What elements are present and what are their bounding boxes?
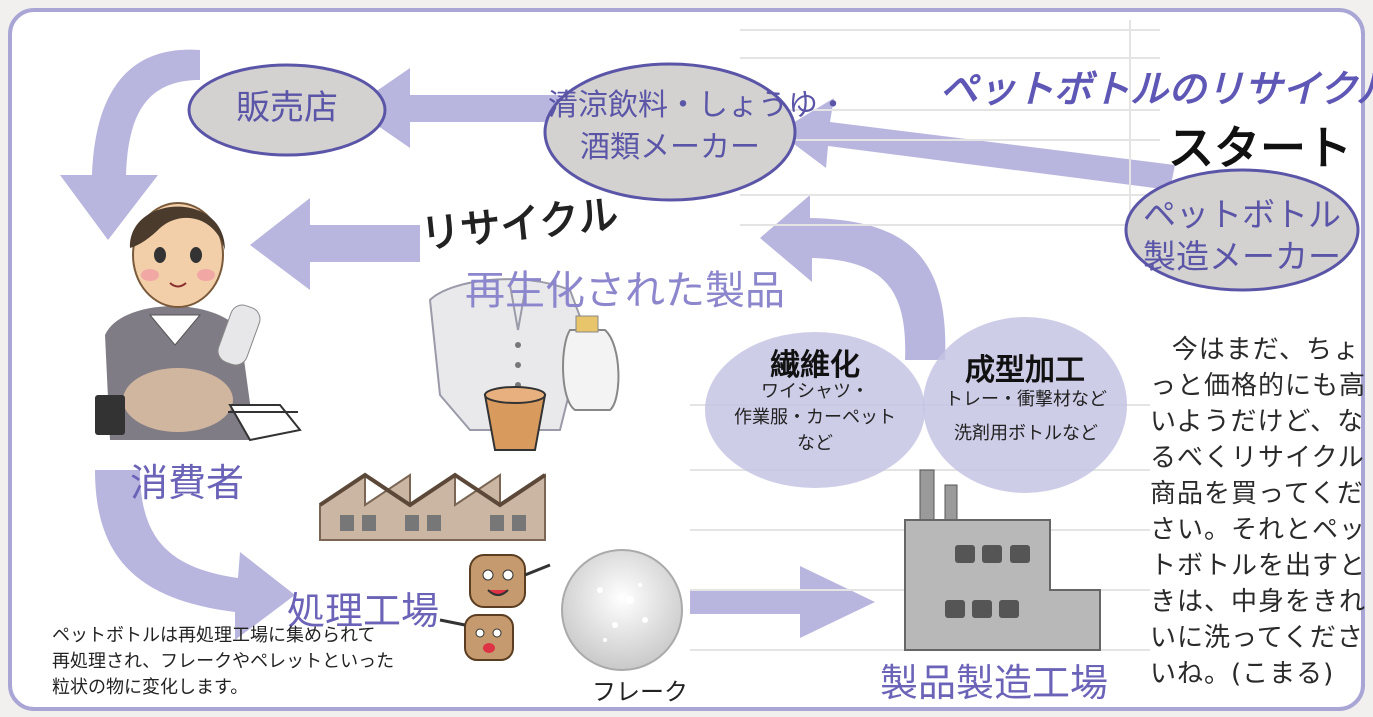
note-line4: るべくリサイクル [1150,443,1365,473]
note-line2: っと価格的にも高 [1150,371,1367,401]
pet-maker-label-line1: ペットボトル [1143,195,1341,234]
molding-line2: 洗剤用ボトルなど [954,423,1098,444]
note-line10: いね。(こまる) [1150,659,1335,689]
start-label: スタート [1168,121,1352,175]
consumer-label: 消費者 [130,461,245,505]
arrow-flake-to-factory [690,566,875,638]
oval-pet-maker [1124,168,1360,292]
product-factory-illustration [904,469,1101,651]
fiber-line1: ワイシャツ・ [761,381,869,402]
note-line6: さい。それとペッ [1150,515,1367,545]
oval-molding [923,317,1127,493]
molding-line1: トレー・衝撃材など [945,389,1107,410]
note-line8: きは、中身をきれ [1150,587,1367,617]
note-line1: 今はまだ、ちょ [1171,335,1360,365]
store-label: 販売店 [236,88,338,128]
diagram-title: ペットボトルのリサイクル [940,67,1373,111]
mascot-illustration [439,554,551,661]
note-line5: 商品を買ってくだ [1150,479,1364,509]
flow-arrows [60,49,1175,640]
plant-label: 処理工場 [287,589,440,633]
flake-label: フレーク [592,678,688,706]
plant-description-line2: 再処理され、フレークやペレットといった [52,651,395,672]
recycle-subheading: 再生化された製品 [465,268,785,314]
note-line3: いようだけど、な [1150,407,1365,437]
flake-image [561,549,683,671]
pet-maker-label-line2: 製造メーカー [1143,237,1341,276]
note-line7: トボトルを出すと [1150,551,1367,581]
arrow-consumer-to-plant [95,470,295,640]
fiber-line2: 作業服・カーペット [734,407,896,428]
processing-plant-illustration [318,472,547,541]
arrow-store-to-consumer [60,49,200,240]
factory-label: 製品製造工場 [880,661,1109,705]
arrow-drinks-to-store [352,68,560,148]
plant-description-line3: 粒状の物に変化します。 [52,677,249,698]
plant-description-line1: ペットボトルは再処理工場に集められて [52,625,376,646]
drinks-maker-label-line2: 酒類メーカー [580,130,760,165]
drinks-maker-label-line1: 清涼飲料・しょうゆ・ [548,88,848,123]
molding-title: 成型加工 [965,353,1085,388]
arrow-pet-to-drinks [778,98,1175,190]
arrow-factory-to-products [760,195,946,360]
oval-store [187,63,387,157]
fiber-title: 繊維化 [770,348,860,383]
arrow-products-to-consumer [250,198,420,290]
recycled-products-illustration [428,278,620,451]
oval-fiber [705,332,925,488]
consumer-illustration [95,202,302,442]
oval-drinks-maker [543,62,797,202]
note-line9: いに洗ってくださ [1150,623,1364,653]
fiber-line3: など [797,433,833,454]
node-ovals [187,62,1360,493]
